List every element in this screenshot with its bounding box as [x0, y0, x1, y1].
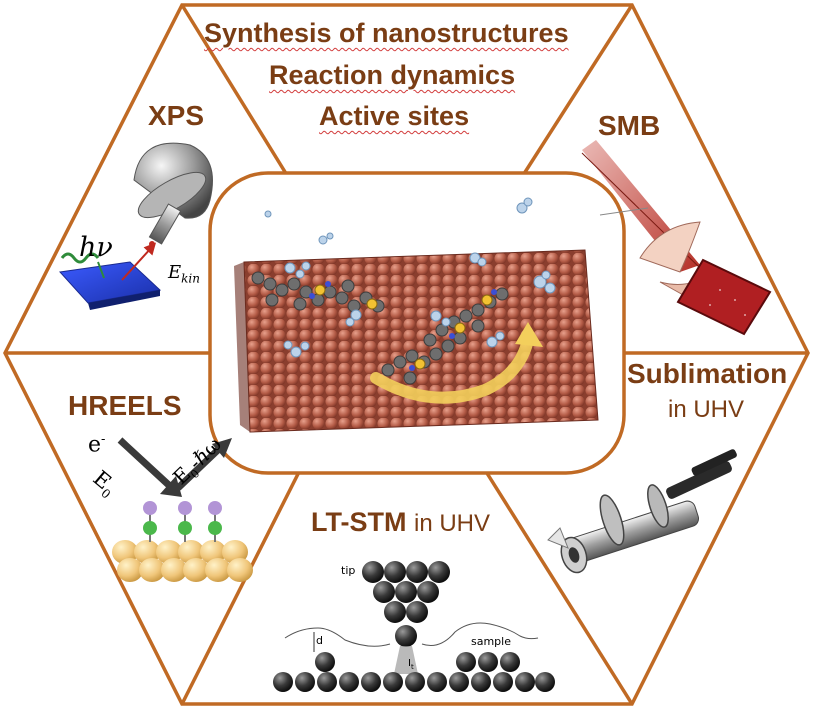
topic-active-sites: Active sites: [319, 101, 470, 131]
hexagon-frame: [3, 3, 810, 706]
hreels-illustration: [112, 437, 253, 582]
center-panel: [208, 171, 626, 475]
ltstm-sublabel: in UHV: [414, 510, 491, 537]
copper-surface-side: [234, 262, 250, 432]
stm-tip: [362, 561, 450, 647]
incident-beam-arrow: [117, 437, 175, 491]
ltstm-label-main: LT-STM: [311, 507, 407, 537]
sublimation-label: Sublimation: [627, 358, 788, 389]
ltstm-label: LT-STM in UHV: [311, 507, 490, 538]
divider-top-right: [518, 4, 634, 181]
scattered-beam-arrow: [175, 445, 223, 491]
tunneling-cone: [394, 646, 418, 674]
hreels-label: HREELS: [68, 390, 182, 421]
topic-synthesis: Synthesis of nanostructures: [204, 18, 569, 48]
smb-sample: [676, 258, 772, 336]
stm-distance-label: d: [316, 634, 323, 647]
molecule-chain: [251, 271, 509, 385]
photon-energy-label: hν: [79, 232, 113, 263]
stm-sample-atoms: [273, 652, 555, 692]
xps-label: XPS: [148, 100, 205, 131]
smb-label: SMB: [598, 110, 661, 141]
sublimation-sublabel: in UHV: [668, 396, 745, 423]
adsorbates: [264, 197, 556, 358]
electron-label: e-: [88, 432, 106, 458]
hreels-adsorbates: [143, 501, 222, 542]
photon-wave: [60, 252, 100, 264]
divider-top-left: [180, 4, 292, 181]
reaction-arrow: [370, 322, 543, 404]
divider-bottom-right: [483, 469, 634, 705]
stm-illustration: [273, 561, 555, 692]
stm-trace: [284, 622, 539, 647]
stm-tip-label: tip: [341, 564, 356, 577]
divider-bottom-left: [180, 469, 302, 705]
electron-path: [121, 242, 157, 281]
topic-reaction-dynamics: Reaction dynamics: [269, 60, 516, 90]
smb-illustration: [581, 140, 772, 336]
sublimation-illustration: [547, 449, 737, 574]
stm-sample-label: sample: [471, 635, 511, 648]
ekin-label: Ekin: [168, 262, 200, 286]
hreels-substrate: [112, 540, 253, 582]
stm-current-label: It: [408, 658, 414, 671]
xps-illustration: [58, 142, 213, 310]
